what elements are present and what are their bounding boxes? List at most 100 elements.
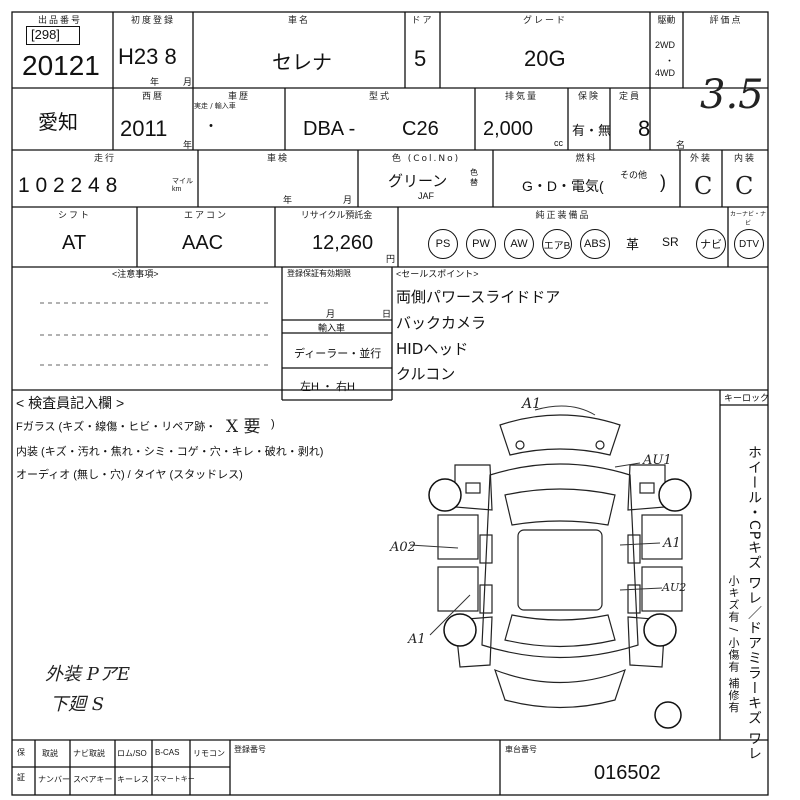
footer-c5: リモコン: [193, 749, 225, 758]
footer-c6: ナンバー: [38, 775, 70, 784]
exhibit-label: 出品番号: [37, 16, 82, 26]
mile-km: マイル km: [172, 178, 193, 193]
month-mark: 月: [183, 77, 193, 87]
footer-c9: スマートキー: [153, 776, 195, 783]
drive-label: 駆動: [657, 16, 676, 26]
mark-front: A1: [522, 396, 542, 412]
equipment-label: 純正装備品: [535, 211, 591, 221]
side-note-small: 小キズ有 / 小傷有 補修有: [727, 575, 740, 714]
inspect-month: 月: [343, 195, 353, 205]
equip-pw: PW: [466, 229, 496, 259]
type-code: C26: [402, 118, 439, 140]
mileage-label: 走行: [93, 154, 116, 164]
equip-navi: ナビ: [696, 229, 726, 259]
displacement-label: 排気量: [504, 92, 538, 102]
fuel: G・D・電気(: [522, 178, 604, 194]
capacity-unit: 名: [676, 140, 686, 150]
footer-c7: スペアキー: [73, 775, 113, 784]
exterior-label: 外装: [689, 154, 712, 164]
region: 愛知: [38, 112, 78, 134]
dealer: ディーラー・並行: [294, 348, 382, 360]
mark-right-door: A1: [663, 536, 681, 551]
equip-ps: PS: [428, 229, 458, 259]
inspection-label: 車検: [266, 154, 289, 164]
inspector-title: < 検査員記入欄 >: [16, 395, 125, 411]
lot-box: [298]: [31, 27, 60, 42]
sales-label: <セールスポイント>: [396, 269, 479, 279]
hand-note-exterior: 外装 PアE: [45, 664, 130, 685]
equip-airbag: エアB: [542, 229, 572, 259]
color-change-label: 色替: [470, 168, 478, 187]
keylock-label: キーロック: [724, 393, 770, 403]
model-year-label: 西暦: [141, 92, 164, 102]
color: グリーン: [388, 173, 448, 190]
footer-c3: ロム/SO: [117, 749, 147, 758]
glass-close: ): [271, 418, 275, 430]
year-unit: 年: [183, 140, 193, 150]
hand-drive: 左H ・ 右H: [300, 381, 355, 393]
year-mark: 年: [150, 77, 160, 87]
drive-2wd: 2WD: [655, 40, 675, 50]
shift-label: シフト: [57, 211, 91, 221]
mileage: 1 0 2 2 4 8: [18, 174, 118, 197]
type-label: 型式: [368, 92, 391, 102]
reg-no-label: 登録番号: [234, 745, 266, 754]
yes-no: 有・無: [572, 123, 612, 138]
model-year: 2011: [120, 116, 168, 141]
color-code: JAF: [418, 191, 435, 201]
equip-sr: SR: [662, 235, 679, 249]
mark-fender-right: AU1: [643, 453, 672, 468]
import-label: 輸入車: [318, 323, 346, 333]
car-name: セレナ: [272, 52, 332, 74]
sales-point-3: HIDヘッド: [396, 340, 469, 358]
doors: 5: [414, 46, 427, 71]
first-reg-value: H23 8: [118, 44, 177, 69]
score-value: 3.5: [700, 72, 764, 118]
equip-leather: 革: [626, 237, 640, 252]
history-label: 車歴: [227, 92, 250, 102]
type-value: DBA -: [303, 118, 356, 140]
footer-c8: キーレス: [117, 775, 149, 784]
chassis-label: 車台番号: [505, 745, 537, 754]
footer-c1: 取説: [42, 749, 58, 758]
history-mark: ・: [204, 118, 218, 134]
footer-c4: B-CAS: [155, 748, 180, 757]
side-note: ホイール・CPキズ ワレ／ドアミラーキズ ワレ: [746, 445, 762, 762]
history-sub: 実走 / 輸入車: [194, 102, 236, 110]
mark-right-rear: AU2: [662, 581, 687, 594]
score-label: 評価点: [709, 16, 743, 26]
carnavi-label: カーナビ・ナビ: [729, 211, 766, 227]
footer-small-1: 保: [17, 748, 25, 757]
first-reg-label: 初度登録: [130, 16, 175, 26]
lot-number: 20121: [22, 50, 100, 81]
car-name-label: 車名: [287, 16, 310, 26]
yen-unit: 円: [386, 254, 396, 264]
interior-grade: C: [735, 172, 754, 200]
warranty-month: 月: [326, 309, 336, 319]
grade-label: グレード: [522, 16, 567, 26]
chassis-number: 016502: [594, 762, 661, 784]
exterior-grade: C: [694, 172, 713, 200]
color-label: 色 (Col.No): [391, 154, 461, 164]
sales-point-2: バックカメラ: [396, 314, 487, 332]
car-diagram: [410, 405, 692, 729]
hand-note-under: 下廻 S: [50, 694, 105, 715]
equip-aw: AW: [504, 229, 534, 259]
glass-mark: X 要: [226, 417, 261, 437]
sales-point-4: クルコン: [396, 365, 456, 383]
ac: AAC: [182, 232, 224, 254]
footer-small-2: 証: [17, 773, 25, 782]
equip-abs: ABS: [580, 229, 610, 259]
glass-line: Fガラス (キズ・線傷・ヒビ・リペア跡・: [16, 421, 217, 433]
cancel-label: 保険: [577, 92, 600, 102]
fuel-close: ): [660, 172, 666, 192]
equip-dtv: DTV: [734, 229, 764, 259]
capacity: 8: [638, 116, 651, 141]
interior-label: 内装: [733, 154, 756, 164]
inspect-year: 年: [283, 195, 293, 205]
mark-left-door: A02: [390, 540, 416, 555]
recycle-label: リサイクル預託金: [300, 211, 373, 221]
mark-left-wheel: A1: [408, 632, 426, 647]
